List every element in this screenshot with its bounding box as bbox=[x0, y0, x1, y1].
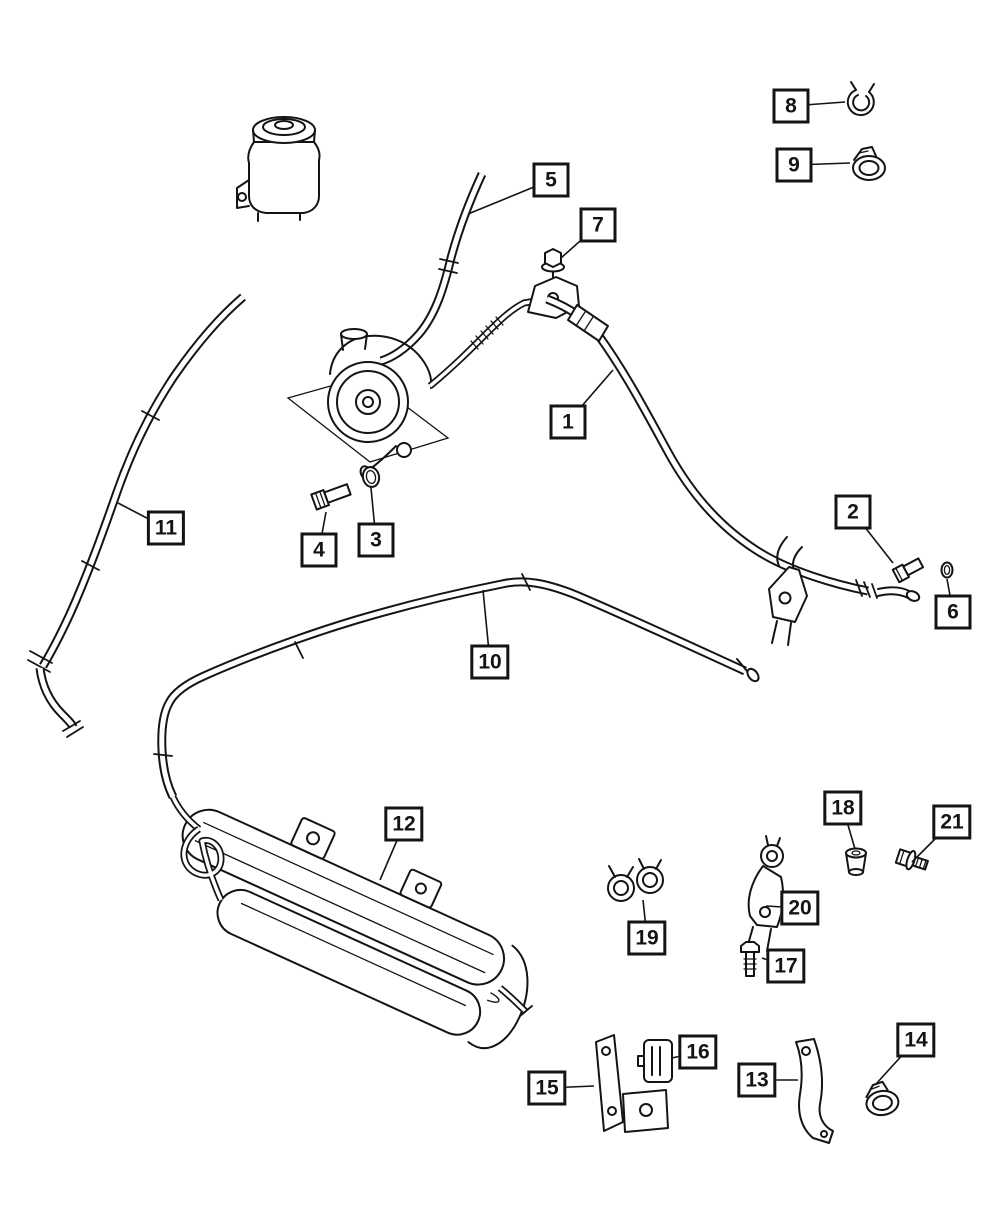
callout-3-o-ring-seal[interactable]: 3 bbox=[357, 522, 395, 558]
callout-10-cooler-tube[interactable]: 10 bbox=[470, 644, 510, 680]
part-pressure-pipe bbox=[430, 299, 547, 386]
callout-number: 11 bbox=[154, 516, 178, 539]
part-hose-clamp-bracket bbox=[768, 536, 808, 646]
callout-number: 16 bbox=[686, 1040, 710, 1063]
callout-number: 8 bbox=[785, 94, 797, 117]
callout-14-spring-clamp[interactable]: 14 bbox=[896, 1022, 936, 1058]
part-spring-clamp bbox=[862, 1078, 901, 1119]
part-cooler-tube bbox=[153, 573, 760, 797]
part-support-bracket bbox=[795, 1038, 834, 1144]
callout-number: 9 bbox=[788, 153, 800, 176]
callout-16-retainer-clip[interactable]: 16 bbox=[678, 1034, 718, 1070]
callout-8-hose-clip[interactable]: 8 bbox=[772, 88, 810, 124]
part-o-ring-seal bbox=[361, 466, 381, 488]
callout-number: 2 bbox=[847, 500, 859, 523]
callout-number: 4 bbox=[313, 538, 325, 561]
callout-number: 10 bbox=[478, 650, 502, 673]
callout-number: 1 bbox=[562, 410, 574, 433]
part-hex-bolt bbox=[740, 941, 760, 977]
part-pressure-hose bbox=[547, 299, 868, 591]
callout-4-banjo-bolt[interactable]: 4 bbox=[300, 532, 338, 568]
part-cooler-hose-loops bbox=[173, 797, 533, 1017]
callout-15-mounting-bracket[interactable]: 15 bbox=[527, 1070, 567, 1106]
callout-number: 17 bbox=[774, 954, 798, 977]
part-supply-hose bbox=[381, 174, 482, 361]
part-retainer-clip bbox=[637, 1039, 673, 1083]
callout-number: 19 bbox=[635, 926, 659, 949]
part-oil-cooler bbox=[181, 808, 529, 1050]
callout-1-pressure-hose[interactable]: 1 bbox=[549, 404, 587, 440]
callout-number: 13 bbox=[745, 1068, 769, 1091]
callout-6-o-ring[interactable]: 6 bbox=[934, 594, 972, 630]
callout-number: 14 bbox=[904, 1028, 928, 1051]
part-fluid-reservoir bbox=[236, 116, 321, 222]
callout-number: 6 bbox=[947, 600, 959, 623]
callout-5-supply-hose[interactable]: 5 bbox=[532, 162, 570, 198]
part-hose-clip bbox=[846, 81, 875, 117]
part-banjo-bolt bbox=[310, 483, 352, 511]
callout-number: 7 bbox=[592, 213, 604, 236]
callout-19-hose-clamp-pair[interactable]: 19 bbox=[627, 920, 667, 956]
callout-18-grommet-nut[interactable]: 18 bbox=[823, 790, 863, 826]
callout-number: 5 bbox=[545, 168, 557, 191]
part-flange-bolt bbox=[894, 848, 929, 871]
callout-11-return-hose[interactable]: 11 bbox=[146, 510, 186, 546]
callout-number: 20 bbox=[788, 896, 812, 919]
callout-12-oil-cooler[interactable]: 12 bbox=[384, 806, 424, 842]
part-return-hose bbox=[27, 297, 243, 738]
callout-9-hose-clamp[interactable]: 9 bbox=[775, 147, 813, 183]
part-power-steering-pump bbox=[286, 328, 450, 481]
part-pressure-hose-fittings bbox=[567, 304, 921, 602]
callout-20-cooler-bracket[interactable]: 20 bbox=[780, 890, 820, 926]
callout-number: 15 bbox=[535, 1076, 559, 1099]
part-cooler-bracket bbox=[746, 835, 785, 952]
callout-2-bracket-bolt[interactable]: 2 bbox=[834, 494, 872, 530]
part-flange-nut bbox=[541, 248, 565, 273]
callout-13-support-bracket[interactable]: 13 bbox=[737, 1062, 777, 1098]
callout-number: 18 bbox=[831, 796, 855, 819]
callout-7-flange-nut[interactable]: 7 bbox=[579, 207, 617, 243]
part-hose-clamp bbox=[852, 146, 886, 181]
callout-number: 3 bbox=[370, 528, 382, 551]
callout-number: 21 bbox=[940, 810, 964, 833]
part-hose-clamp-pair bbox=[607, 858, 664, 902]
callout-21-flange-bolt[interactable]: 21 bbox=[932, 804, 972, 840]
part-o-ring-small bbox=[940, 561, 954, 579]
part-mounting-bracket bbox=[595, 1034, 669, 1133]
callout-17-hex-bolt[interactable]: 17 bbox=[766, 948, 806, 984]
callout-number: 12 bbox=[392, 812, 416, 835]
part-bracket-bolt bbox=[891, 557, 925, 584]
part-grommet-nut bbox=[845, 847, 867, 876]
